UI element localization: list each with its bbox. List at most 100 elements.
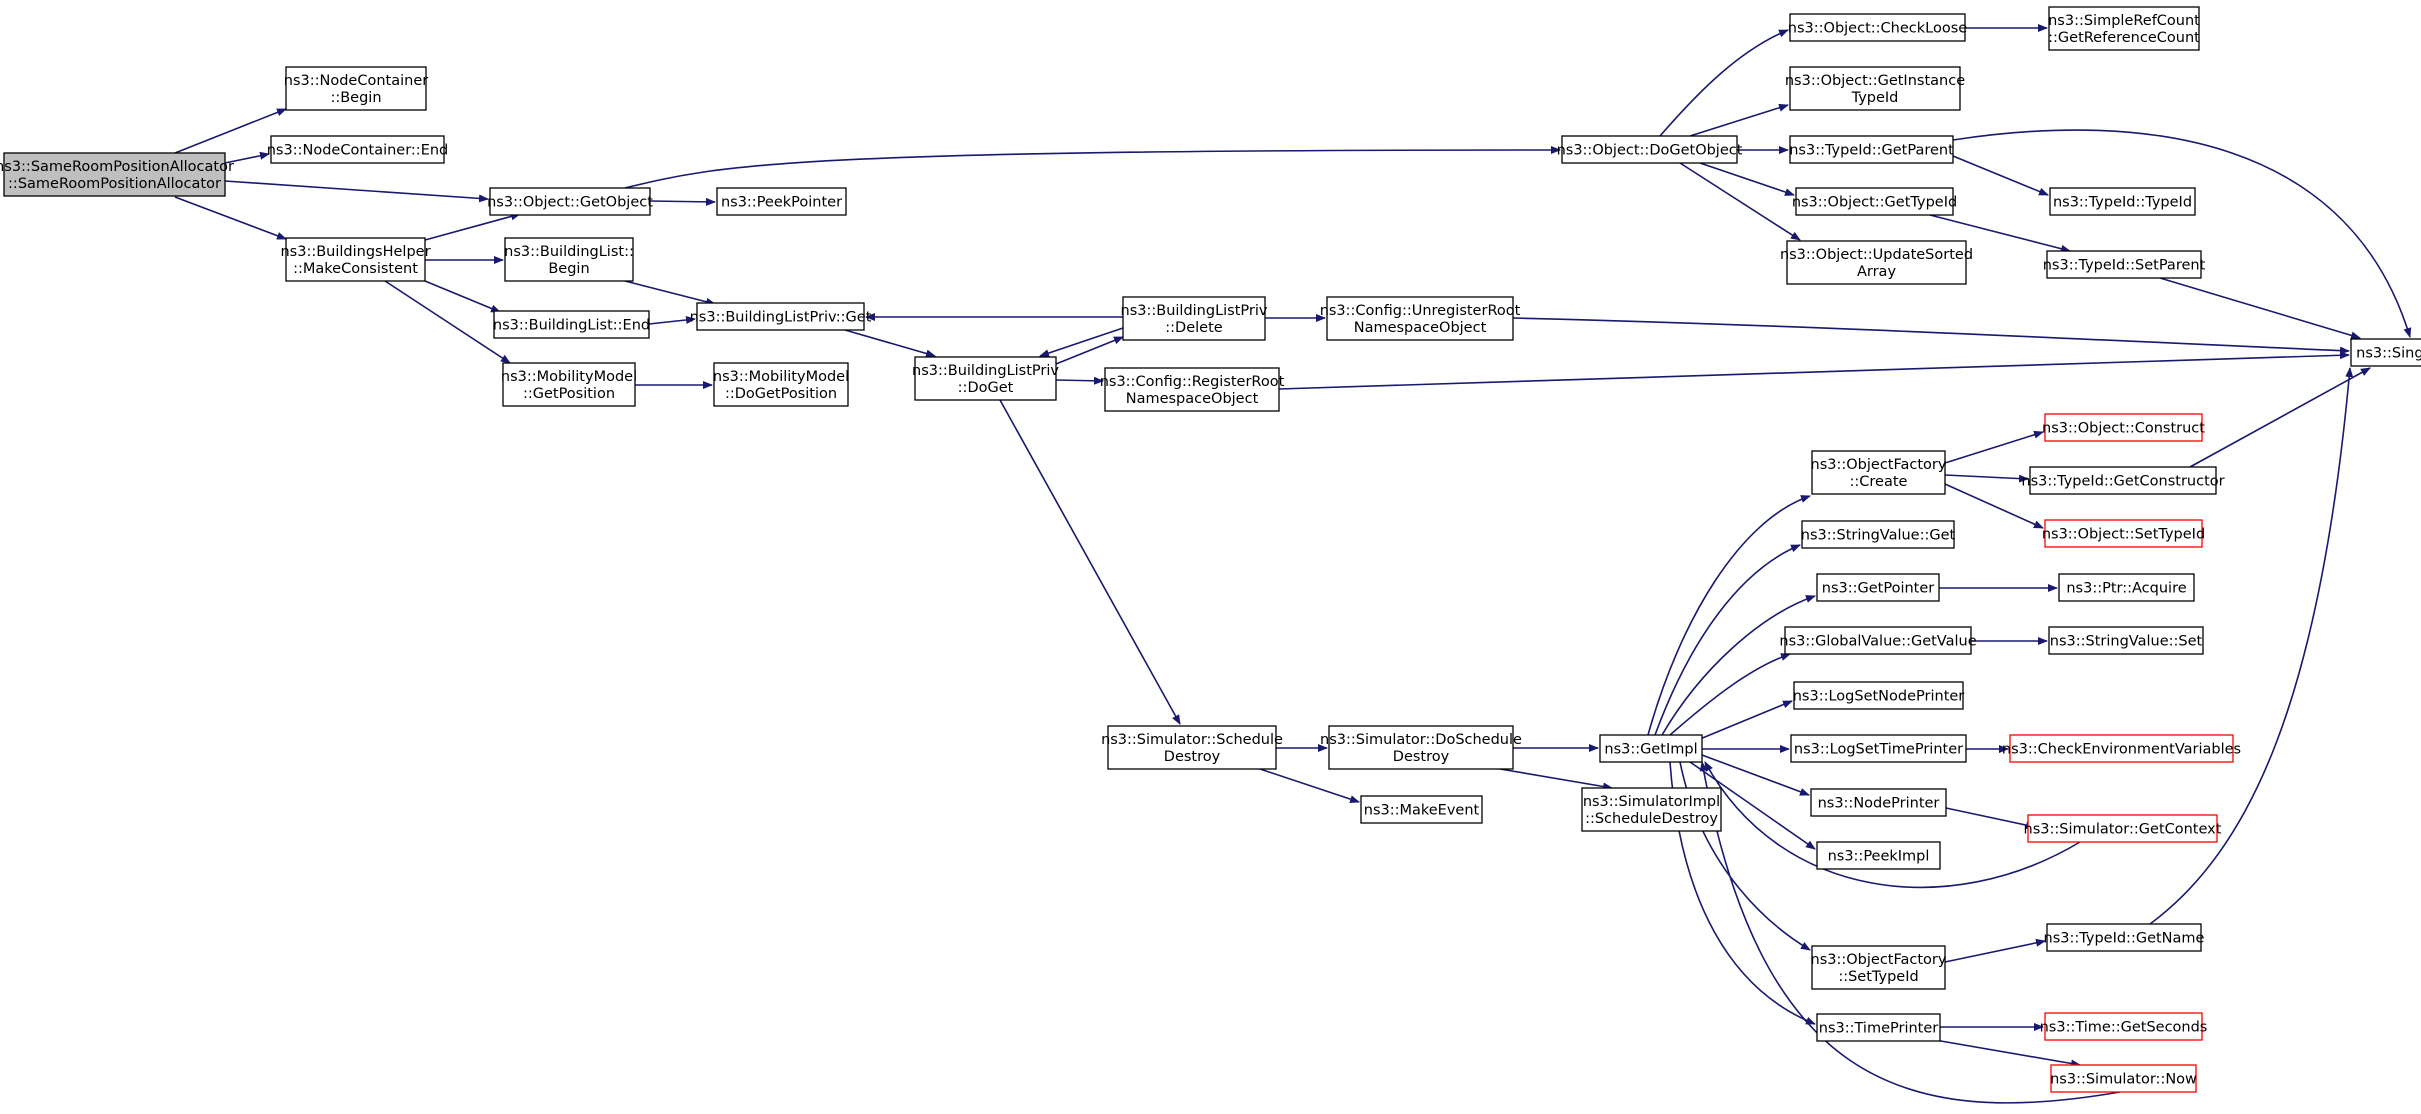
node-label: ns3::BuildingListPriv::Get <box>690 310 872 326</box>
node-getpointer[interactable]: ns3::GetPointer <box>1816 573 1940 602</box>
node-object-construct[interactable]: ns3::Object::Construct <box>2042 413 2205 442</box>
node-peekimpl[interactable]: ns3::PeekImpl <box>1816 841 1941 870</box>
edge-blp_doget-to-cfg_reg <box>1055 376 1104 385</box>
node-of-settypeid[interactable]: ns3::ObjectFactory::SetTypeId <box>1811 945 1947 990</box>
edge-typeid_getparent-to-singleton_get <box>1952 129 2412 338</box>
node-blp-delete[interactable]: ns3::BuildingListPriv::Delete <box>1121 296 1268 341</box>
node-timeprinter[interactable]: ns3::TimePrinter <box>1816 1013 1941 1042</box>
node-label: ns3::CheckEnvironmentVariables <box>2002 742 2241 758</box>
node-typeid-typeid[interactable]: ns3::TypeId::TypeId <box>2049 187 2196 216</box>
node-time-getseconds[interactable]: ns3::Time::GetSeconds <box>2040 1012 2208 1041</box>
edge-sim_now-to-getimpl <box>1699 761 2121 1104</box>
node-logsetnodeprinter[interactable]: ns3::LogSetNodePrinter <box>1793 681 1965 710</box>
node-box <box>2049 187 2196 216</box>
node-label: ns3::Object::CheckLoose <box>1788 21 1967 37</box>
edge-root-to-nc_begin <box>174 108 287 154</box>
node-object-settypeid[interactable]: ns3::Object::SetTypeId <box>2042 519 2205 548</box>
node-bl-begin[interactable]: ns3::BuildingList::Begin <box>504 237 634 282</box>
node-box <box>1107 725 1277 770</box>
node-mm-getpos[interactable]: ns3::MobilityModel::GetPosition <box>501 362 637 407</box>
node-of-create[interactable]: ns3::ObjectFactory::Create <box>1811 450 1947 495</box>
node-label: Begin <box>548 261 589 277</box>
node-typeid-getparent[interactable]: ns3::TypeId::GetParent <box>1789 135 1954 164</box>
node-object-gettypeid[interactable]: ns3::Object::GetTypeId <box>1792 187 1957 216</box>
edge-dogetobject-to-getinstancetypeid <box>1689 103 1789 137</box>
node-makeevent[interactable]: ns3::MakeEvent <box>1360 795 1483 824</box>
node-getimpl[interactable]: ns3::GetImpl <box>1599 734 1703 763</box>
node-box <box>716 187 847 216</box>
node-blp-doget[interactable]: ns3::BuildingListPriv::DoGet <box>912 356 1059 401</box>
node-label: ::GetReferenceCount <box>2048 30 2200 46</box>
node-box <box>1104 367 1280 412</box>
edge-typeid_setparent-to-singleton_get <box>2159 277 2361 340</box>
node-box <box>1789 13 1966 42</box>
node-typeid-setparent[interactable]: ns3::TypeId::SetParent <box>2043 250 2206 279</box>
node-bl-end[interactable]: ns3::BuildingList::End <box>493 310 650 339</box>
node-cfg-unreg[interactable]: ns3::Config::UnregisterRootNamespaceObje… <box>1320 296 1521 341</box>
node-singleton-get[interactable]: ns3::Singleton::Get <box>2350 338 2421 367</box>
node-stringvalue-get[interactable]: ns3::StringValue::Get <box>1801 520 1956 549</box>
edge-of_create-to-typeid_getconstructor <box>1944 474 2029 483</box>
node-box <box>3 152 226 197</box>
edge-getimpl-to-getpointer <box>1661 595 1816 736</box>
node-label: ns3::ObjectFactory <box>1811 457 1947 473</box>
node-globalvalue-getvalue[interactable]: ns3::GlobalValue::GetValue <box>1779 626 1977 655</box>
node-nc-end[interactable]: ns3::NodeContainer::End <box>267 135 449 164</box>
node-bh-make[interactable]: ns3::BuildingsHelper::MakeConsistent <box>280 237 431 282</box>
node-sim-now[interactable]: ns3::Simulator::Now <box>2050 1064 2197 1093</box>
node-typeid-getname[interactable]: ns3::TypeId::GetName <box>2044 923 2205 952</box>
node-blp-get[interactable]: ns3::BuildingListPriv::Get <box>690 302 872 331</box>
node-label: ns3::StringValue::Get <box>1801 528 1956 544</box>
node-ptr-acquire[interactable]: ns3::Ptr::Acquire <box>2058 573 2195 602</box>
node-box <box>1810 788 1947 817</box>
node-box <box>1599 734 1703 763</box>
node-box <box>1789 66 1961 111</box>
node-box <box>2044 1012 2203 1041</box>
node-nc-begin[interactable]: ns3::NodeContainer::Begin <box>284 66 428 111</box>
node-label: ns3::PeekPointer <box>721 195 842 211</box>
node-label: ::DoGet <box>958 380 1014 396</box>
edge-getobject-to-peekpointer <box>649 197 716 206</box>
node-root[interactable]: ns3::SameRoomPositionAllocator::SameRoom… <box>0 152 234 197</box>
node-nodeprinter[interactable]: ns3::NodePrinter <box>1810 788 1947 817</box>
node-checkloose[interactable]: ns3::Object::CheckLoose <box>1788 13 1967 42</box>
node-getobject[interactable]: ns3::Object::GetObject <box>487 187 653 216</box>
node-label: ::MakeConsistent <box>293 261 418 277</box>
node-box <box>2046 923 2202 952</box>
edge-getimpl-to-stringvalue_get <box>1654 544 1801 736</box>
edge-dogetobject-to-checkloose <box>1659 29 1789 137</box>
node-peekpointer[interactable]: ns3::PeekPointer <box>716 187 847 216</box>
node-sim-scheddestroy[interactable]: ns3::Simulator::ScheduleDestroy <box>1101 725 1283 770</box>
edge-sim_doscheddestroy-to-simimpl_scheddestroy <box>1499 768 1613 791</box>
node-box <box>2029 466 2217 495</box>
edge-getimpl-to-nodeprinter <box>1701 754 1810 796</box>
node-label: ns3::BuildingListPriv <box>1121 303 1268 319</box>
node-mm-dogetpos[interactable]: ns3::MobilityModel::DoGetPosition <box>713 362 849 407</box>
node-box <box>2350 338 2421 367</box>
node-dogetobject[interactable]: ns3::Object::DoGetObject <box>1557 135 1743 164</box>
node-label: ns3::NodePrinter <box>1818 796 1940 812</box>
node-simimpl-scheddestroy[interactable]: ns3::SimulatorImpl::ScheduleDestroy <box>1581 787 1722 832</box>
node-label: ns3::TimePrinter <box>1819 1021 1939 1037</box>
node-typeid-getconstructor[interactable]: ns3::TypeId::GetConstructor <box>2021 466 2225 495</box>
node-stringvalue-set[interactable]: ns3::StringValue::Set <box>2048 626 2204 655</box>
node-box <box>489 187 651 216</box>
edge-dogetobject-to-updatesorted <box>1679 162 1801 241</box>
node-logsettimeprinter[interactable]: ns3::LogSetTimePrinter <box>1790 734 1967 763</box>
edge-blp_doget-to-blp_delete <box>1055 336 1124 365</box>
node-box <box>2058 573 2195 602</box>
node-box <box>493 310 650 339</box>
node-label: ns3::MobilityModel <box>501 369 637 385</box>
node-label: ns3::TypeId::SetParent <box>2043 258 2206 274</box>
node-label: ns3::Time::GetSeconds <box>2040 1020 2208 1036</box>
node-simplerefcount[interactable]: ns3::SimpleRefCount::GetReferenceCount <box>2048 6 2200 51</box>
node-sim-getcontext[interactable]: ns3::Simulator::GetContext <box>2024 814 2222 843</box>
node-checkenv[interactable]: ns3::CheckEnvironmentVariables <box>2002 734 2241 763</box>
node-box <box>2009 734 2234 763</box>
node-label: ns3::Object::UpdateSorted <box>1780 247 1973 263</box>
